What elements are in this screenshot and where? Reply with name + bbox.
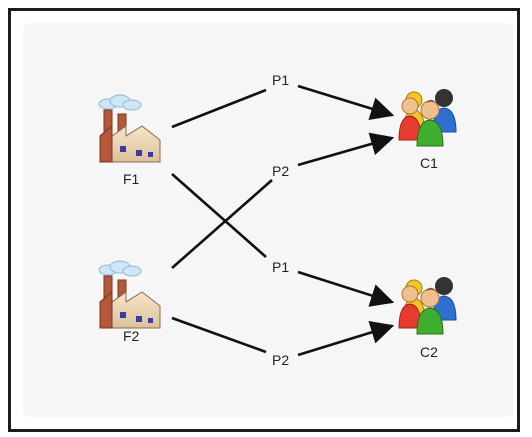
edge-label-f2-c2: P2 bbox=[272, 352, 289, 368]
edge-f2-c2: P2 bbox=[171, 316, 395, 368]
edge-f2-c1: P2 bbox=[171, 132, 395, 269]
customer-group-icon bbox=[398, 89, 457, 147]
edge-label-f2-c1: P2 bbox=[272, 163, 289, 179]
customer-label-c1: C1 bbox=[420, 155, 438, 171]
edge-f1-c1: P1 bbox=[171, 72, 395, 129]
diagram-frame bbox=[8, 8, 520, 432]
diagram-panel bbox=[23, 23, 513, 417]
edge-label-f1-c1: P1 bbox=[272, 72, 289, 88]
factory-node-f1: F1 bbox=[98, 94, 161, 187]
edge-label-f1-c2: P1 bbox=[272, 259, 289, 275]
factory-icon bbox=[98, 94, 161, 163]
customer-group-icon bbox=[398, 277, 457, 335]
customer-node-c2: C2 bbox=[398, 277, 457, 360]
factory-label-f1: F1 bbox=[123, 171, 140, 187]
edge-f1-c2: P1 bbox=[171, 173, 395, 307]
factory-icon bbox=[98, 260, 161, 329]
factory-label-f2: F2 bbox=[123, 328, 140, 344]
customer-node-c1: C1 bbox=[398, 89, 457, 171]
customer-label-c2: C2 bbox=[420, 344, 438, 360]
factory-node-f2: F2 bbox=[98, 260, 161, 344]
